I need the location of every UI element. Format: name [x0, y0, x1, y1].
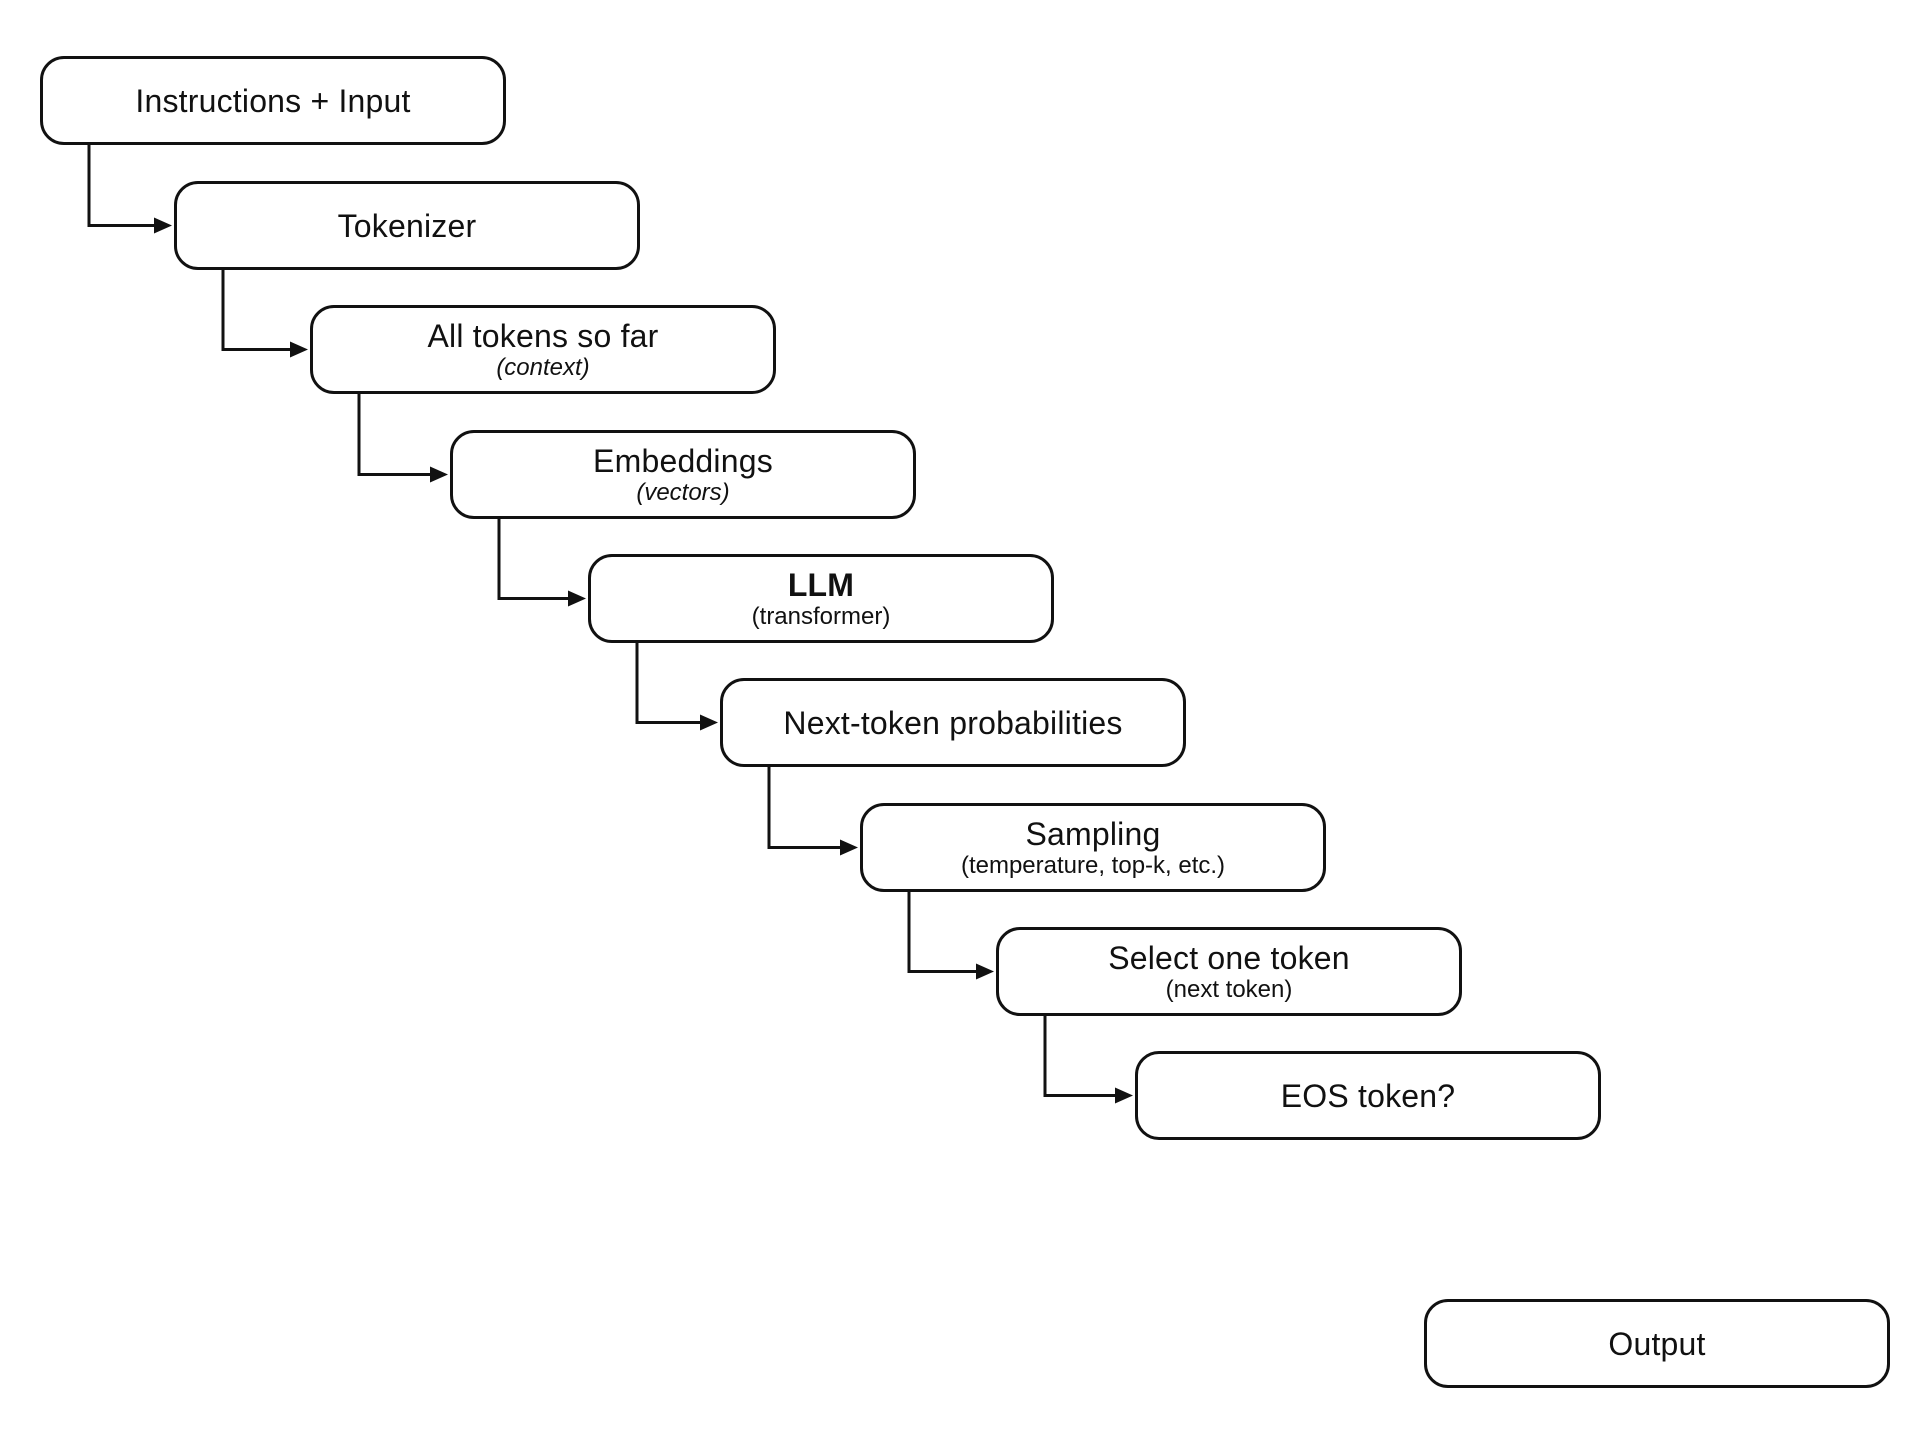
- connector-next-token-probabilities-to-sampling: [767, 767, 858, 856]
- node-label: Sampling: [1025, 815, 1161, 852]
- connector-llm-to-next-token-probabilities: [635, 643, 718, 731]
- connector-line: [87, 145, 156, 227]
- connector-line: [907, 892, 978, 973]
- node-label: Select one token: [1108, 939, 1350, 976]
- connector-embeddings-to-llm: [497, 519, 586, 607]
- node-label: EOS token?: [1280, 1077, 1456, 1114]
- node-instructions-input: Instructions + Input: [40, 56, 506, 145]
- arrowhead-icon: [840, 839, 858, 856]
- node-select-one-token: Select one token(next token): [996, 927, 1462, 1016]
- connector-line: [767, 767, 842, 849]
- node-llm: LLM(transformer): [588, 554, 1054, 643]
- arrowhead-icon: [430, 466, 448, 483]
- node-eos-token: EOS token?: [1135, 1051, 1601, 1140]
- node-all-tokens: All tokens so far(context): [310, 305, 776, 394]
- node-sublabel: (context): [496, 353, 590, 381]
- connector-sampling-to-select-one-token: [907, 892, 994, 980]
- node-sublabel: (transformer): [751, 602, 891, 630]
- connector-line: [357, 394, 432, 476]
- arrowhead-icon: [568, 590, 586, 607]
- node-output: Output: [1424, 1299, 1890, 1388]
- node-tokenizer: Tokenizer: [174, 181, 640, 270]
- arrowhead-icon: [976, 963, 994, 980]
- arrowhead-icon: [700, 714, 718, 731]
- arrowhead-icon: [1115, 1087, 1133, 1104]
- node-sublabel: (temperature, top-k, etc.): [960, 851, 1226, 879]
- connector-select-one-token-to-eos-token: [1043, 1016, 1133, 1104]
- node-label: Embeddings: [593, 442, 773, 479]
- node-label: Next-token probabilities: [783, 704, 1123, 741]
- node-label: Tokenizer: [337, 207, 477, 244]
- connector-line: [221, 270, 292, 351]
- connector-line: [497, 519, 570, 600]
- node-label: Instructions + Input: [135, 82, 411, 119]
- node-label: All tokens so far: [427, 317, 659, 354]
- connector-all-tokens-to-embeddings: [357, 394, 448, 483]
- node-sublabel: (next token): [1165, 975, 1293, 1003]
- node-embeddings: Embeddings(vectors): [450, 430, 916, 519]
- connector-tokenizer-to-all-tokens: [221, 270, 308, 358]
- connector-instructions-input-to-tokenizer: [87, 145, 172, 234]
- node-label: LLM: [787, 566, 855, 603]
- node-label: Output: [1608, 1325, 1706, 1362]
- node-next-token-probabilities: Next-token probabilities: [720, 678, 1186, 767]
- node-sublabel: (vectors): [636, 478, 730, 506]
- connector-line: [635, 643, 702, 724]
- arrowhead-icon: [154, 217, 172, 234]
- arrowhead-icon: [290, 341, 308, 358]
- node-sampling: Sampling(temperature, top-k, etc.): [860, 803, 1326, 892]
- connector-line: [1043, 1016, 1117, 1097]
